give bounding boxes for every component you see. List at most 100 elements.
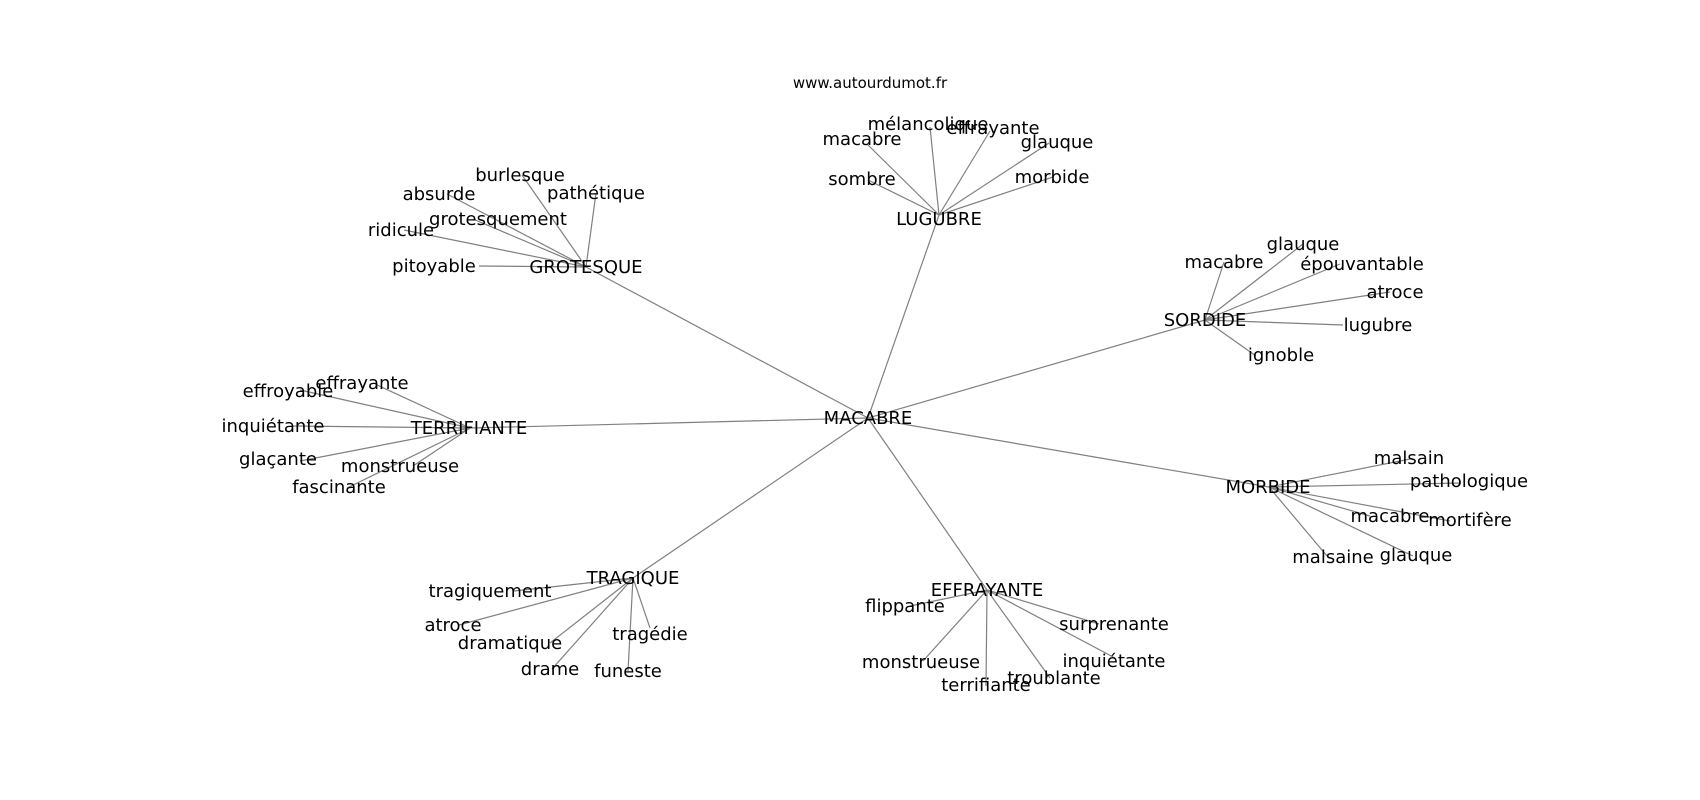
- edge-macabre-morbide: [867, 417, 1270, 488]
- leaf-node-grotesque-ridicule: ridicule: [368, 220, 434, 241]
- leaf-node-lugubre-effrayante: effrayante: [946, 118, 1039, 139]
- graph-edges: [292, 126, 1462, 687]
- leaf-node-morbide-macabre: macabre: [1351, 506, 1430, 527]
- edge-morbide-macabre: [1268, 486, 1371, 517]
- leaf-node-lugubre-glauque: glauque: [1021, 132, 1094, 153]
- leaf-node-morbide-glauque: glauque: [1380, 545, 1453, 566]
- hub-node-sordide: SORDIDE: [1164, 310, 1247, 331]
- edge-morbide-mortifere: [1268, 486, 1451, 522]
- edge-terrifiante-effrayante: [374, 383, 471, 429]
- edge-effrayante-inquietante: [986, 589, 1116, 659]
- edge-effrayante-monstrueuse: [922, 589, 988, 662]
- edge-terrifiante-inquietante: [292, 425, 471, 429]
- hub-node-lugubre: LUGUBRE: [896, 209, 982, 230]
- hub-node-tragique: TRAGIQUE: [586, 568, 680, 589]
- edge-terrifiante-effroyable: [299, 389, 471, 429]
- edge-lugubre-effrayante: [938, 130, 991, 216]
- leaf-node-effrayante-terrifiante: terrifiante: [941, 675, 1031, 696]
- edge-macabre-effrayante: [867, 417, 988, 591]
- leaf-node-sordide-macabre: macabre: [1185, 252, 1264, 273]
- leaf-node-morbide-malsain: malsain: [1374, 448, 1444, 469]
- edge-macabre-lugubre: [867, 214, 940, 419]
- leaf-node-sordide-epouvantable: épouvantable: [1300, 254, 1424, 275]
- leaf-node-effrayante-flippante: flippante: [865, 596, 945, 617]
- leaf-node-lugubre-morbide: morbide: [1015, 167, 1090, 188]
- edge-sordide-lugubre: [1204, 319, 1344, 326]
- edge-effrayante-surprenante: [986, 589, 1100, 625]
- hub-node-terrifiante: TERRIFIANTE: [410, 418, 528, 439]
- leaf-node-lugubre-sombre: sombre: [828, 169, 895, 190]
- leaf-node-grotesque-grotesquement: grotesquement: [429, 209, 567, 230]
- edge-effrayante-flippante: [909, 589, 988, 607]
- center-node-label: MACABRE: [824, 408, 913, 429]
- edge-tragique-drame: [551, 577, 634, 670]
- edge-lugubre-glauque: [938, 142, 1050, 216]
- leaf-node-terrifiante-inquietante: inquiétante: [222, 416, 325, 437]
- leaf-node-effrayante-monstrueuse: monstrueuse: [862, 652, 980, 673]
- leaf-node-sordide-ignoble: ignoble: [1248, 345, 1314, 366]
- edge-sordide-glauque: [1204, 243, 1304, 321]
- leaf-node-tragique-funeste: funeste: [594, 661, 662, 682]
- edge-grotesque-burlesque: [521, 174, 587, 268]
- edge-effrayante-troublante: [986, 589, 1051, 679]
- leaf-node-terrifiante-effrayante: effrayante: [315, 373, 408, 394]
- edge-terrifiante-fascinante: [346, 427, 471, 489]
- edge-sordide-ignoble: [1204, 319, 1257, 357]
- edge-tragique-tragiquement: [513, 577, 634, 592]
- edge-tragique-atroce: [458, 577, 634, 626]
- edge-tragique-tragedie: [632, 577, 651, 629]
- leaf-node-sordide-lugubre: lugubre: [1344, 315, 1413, 336]
- edge-macabre-terrifiante: [469, 417, 869, 429]
- leaf-node-morbide-malsaine: malsaine: [1292, 547, 1373, 568]
- edge-morbide-malsain: [1268, 458, 1411, 488]
- edge-macabre-grotesque: [585, 266, 869, 419]
- leaf-node-effrayante-inquietante: inquiétante: [1063, 651, 1166, 672]
- leaf-node-tragique-atroce: atroce: [424, 615, 481, 636]
- edge-terrifiante-glacante: [299, 427, 471, 462]
- hub-node-grotesque: GROTESQUE: [529, 257, 642, 278]
- edge-macabre-sordide: [867, 319, 1206, 419]
- leaf-node-terrifiante-effroyable: effroyable: [243, 381, 334, 402]
- leaf-node-grotesque-pitoyable: pitoyable: [392, 256, 476, 277]
- edge-grotesque-pathetique: [585, 192, 597, 268]
- leaf-node-terrifiante-glacante: glaçante: [239, 449, 317, 470]
- leaf-node-tragique-dramatique: dramatique: [458, 633, 562, 654]
- edge-lugubre-sombre: [867, 179, 940, 216]
- edge-tragique-funeste: [627, 577, 634, 672]
- edge-morbide-glauque: [1268, 486, 1414, 557]
- edge-morbide-malsaine: [1268, 486, 1328, 557]
- edge-tragique-dramatique: [549, 577, 634, 644]
- edge-macabre-tragique: [632, 417, 869, 579]
- leaf-node-sordide-glauque: glauque: [1267, 234, 1340, 255]
- edge-grotesque-pitoyable: [478, 265, 587, 268]
- edge-lugubre-melancolique: [929, 126, 940, 216]
- edge-sordide-epouvantable: [1204, 263, 1341, 321]
- leaf-node-lugubre-melancolique: mélancolique: [868, 114, 989, 135]
- leaf-node-morbide-pathologique: pathologique: [1410, 471, 1528, 492]
- graph-labels: MACABRELUGUBREmélancoliqueeffrayantemaca…: [222, 114, 1529, 696]
- leaf-node-terrifiante-fascinante: fascinante: [292, 477, 386, 498]
- leaf-node-tragique-tragiquement: tragiquement: [429, 581, 552, 602]
- leaf-node-morbide-mortifere: mortifère: [1428, 510, 1512, 531]
- leaf-node-grotesque-absurde: absurde: [403, 184, 476, 205]
- hub-node-effrayante: EFFRAYANTE: [931, 580, 1044, 601]
- leaf-node-effrayante-troublante: troublante: [1007, 668, 1100, 689]
- source-label: www.autourdumot.fr: [793, 74, 948, 92]
- edge-lugubre-macabre: [866, 143, 940, 216]
- edge-terrifiante-monstrueuse: [412, 427, 471, 467]
- edge-sordide-macabre: [1204, 261, 1225, 321]
- edge-sordide-atroce: [1204, 291, 1391, 321]
- leaf-node-sordide-atroce: atroce: [1366, 282, 1423, 303]
- leaf-node-tragique-drame: drame: [521, 659, 579, 680]
- hub-node-morbide: MORBIDE: [1225, 477, 1310, 498]
- leaf-node-tragique-tragedie: tragédie: [612, 624, 688, 645]
- leaf-node-lugubre-macabre: macabre: [823, 129, 902, 150]
- leaf-node-grotesque-burlesque: burlesque: [475, 165, 565, 186]
- leaf-node-effrayante-surprenante: surprenante: [1059, 614, 1169, 635]
- leaf-node-terrifiante-monstrueuse: monstrueuse: [341, 456, 459, 477]
- edge-effrayante-terrifiante: [985, 589, 988, 687]
- edge-morbide-pathologique: [1268, 482, 1462, 488]
- edge-lugubre-morbide: [938, 176, 1054, 216]
- edge-grotesque-grotesquement: [472, 218, 587, 268]
